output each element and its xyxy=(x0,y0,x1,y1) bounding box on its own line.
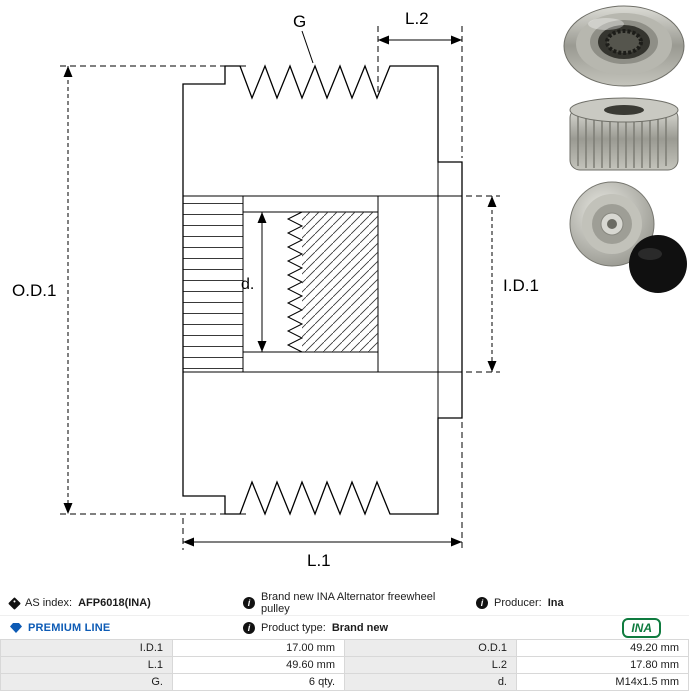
ina-logo: INA xyxy=(622,618,661,638)
spline-section xyxy=(182,195,244,373)
ina-logo-text: INA xyxy=(631,621,652,635)
producer-label: Producer: xyxy=(494,597,542,609)
description-cell: i Brand new INA Alternator freewheel pul… xyxy=(233,591,466,615)
spec-label: I.D.1 xyxy=(0,639,173,657)
producer-value: Ina xyxy=(547,597,564,609)
info-row-2: PREMIUM LINE i Product type: Brand new I… xyxy=(0,616,689,641)
spec-value: M14x1.5 mm xyxy=(516,673,689,691)
spec-label: L.2 xyxy=(344,656,517,674)
technical-drawing: O.D.1 L.2 G d. I.D.1 xyxy=(12,9,539,570)
rubber-cap-photo xyxy=(629,235,687,293)
as-index-value: AFP6018(INA) xyxy=(78,597,151,609)
g-callout: G xyxy=(293,12,314,64)
dim-label-l2: L.2 xyxy=(405,9,429,28)
as-index-label: AS index: xyxy=(25,597,73,609)
product-photo-front xyxy=(569,181,655,267)
d-dimension: d. xyxy=(241,212,267,352)
info-icon: i xyxy=(243,622,255,634)
brand-cell: INA xyxy=(466,616,689,640)
info-icon: i xyxy=(476,597,488,609)
product-photo-angled xyxy=(563,5,685,87)
dim-label-id1: I.D.1 xyxy=(503,276,539,295)
product-description: Brand new INA Alternator freewheel pulle… xyxy=(261,591,436,615)
product-photos xyxy=(563,5,687,293)
dim-label-l1: L.1 xyxy=(307,551,331,570)
product-info-bar: AS index: AFP6018(INA) i Brand new INA A… xyxy=(0,591,689,641)
table-row: L.1 49.60 mm L.2 17.80 mm xyxy=(0,656,689,674)
spec-label: O.D.1 xyxy=(344,639,517,657)
spec-value: 17.00 mm xyxy=(172,639,345,657)
product-type-label: Product type: xyxy=(261,622,326,634)
product-photo-side xyxy=(569,97,679,171)
product-type-cell: i Product type: Brand new xyxy=(233,616,466,640)
spec-value: 49.20 mm xyxy=(516,639,689,657)
spec-label: L.1 xyxy=(0,656,173,674)
as-index-cell: AS index: AFP6018(INA) xyxy=(0,591,233,615)
info-icon: i xyxy=(243,597,255,609)
spec-value: 6 qty. xyxy=(172,673,345,691)
premium-line-label: PREMIUM LINE xyxy=(28,622,111,634)
l2-dimension: L.2 xyxy=(377,9,463,158)
table-row: I.D.1 17.00 mm O.D.1 49.20 mm xyxy=(0,639,689,657)
id1-dimension: I.D.1 xyxy=(466,195,539,373)
specs-table: I.D.1 17.00 mm O.D.1 49.20 mm L.1 49.60 … xyxy=(0,639,689,691)
diamond-icon xyxy=(10,623,22,633)
premium-line-cell: PREMIUM LINE xyxy=(0,616,233,640)
dim-label-g: G xyxy=(293,12,306,31)
pulley-outline xyxy=(182,64,463,516)
spec-label: G. xyxy=(0,673,173,691)
dim-label-d: d. xyxy=(241,276,254,293)
l1-dimension: L.1 xyxy=(182,422,463,570)
dim-label-od1: O.D.1 xyxy=(12,281,56,300)
spec-value: 17.80 mm xyxy=(516,656,689,674)
thread-hatch xyxy=(302,212,378,352)
spec-value: 49.60 mm xyxy=(172,656,345,674)
table-row: G. 6 qty. d. M14x1.5 mm xyxy=(0,673,689,691)
product-type-value: Brand new xyxy=(331,622,389,634)
spec-label: d. xyxy=(344,673,517,691)
tag-icon xyxy=(8,596,21,610)
od1-dimension: O.D.1 xyxy=(12,65,247,515)
producer-cell: i Producer: Ina xyxy=(466,591,689,615)
info-row-1: AS index: AFP6018(INA) i Brand new INA A… xyxy=(0,591,689,616)
